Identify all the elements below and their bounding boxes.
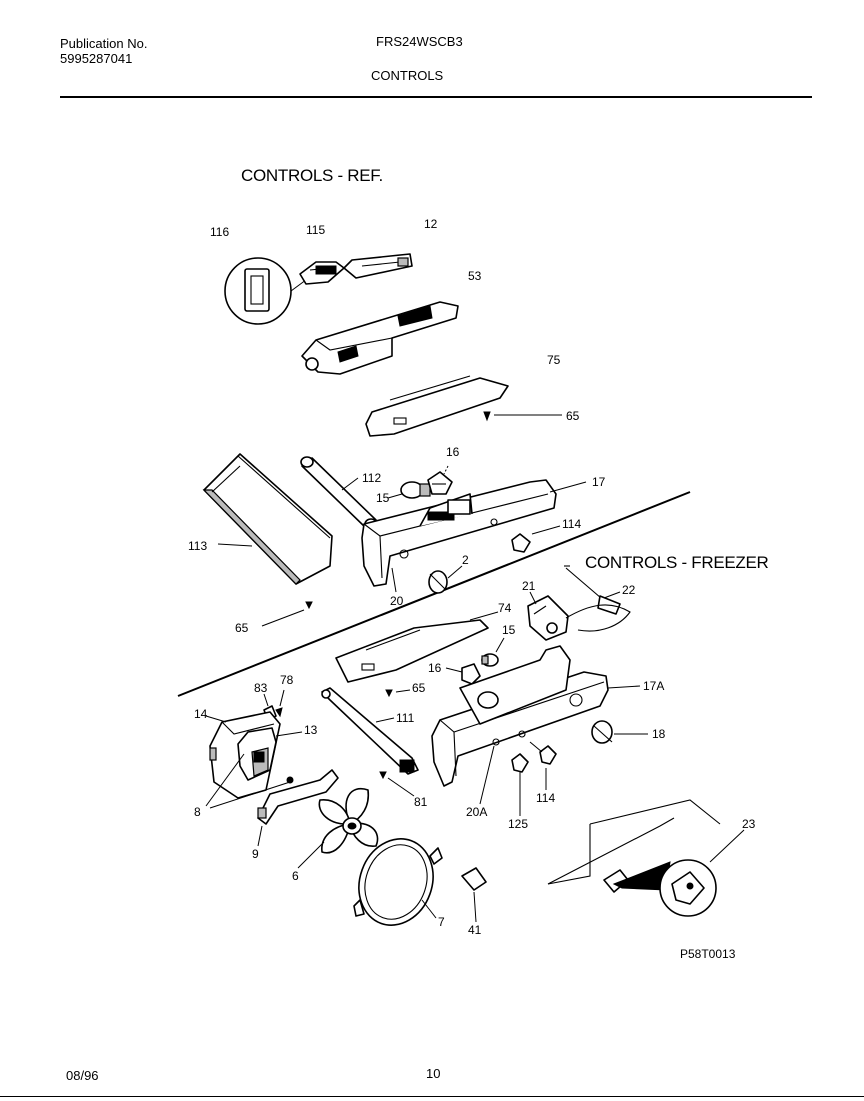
callout-113: 113: [188, 539, 207, 553]
part-113-light-cover: [202, 453, 333, 585]
callout-20a: 20A: [466, 805, 487, 819]
part-75-bracket: [365, 375, 509, 437]
part-18-knob: [591, 720, 648, 744]
part-53-housing: [301, 301, 459, 375]
part-65-screw-ref: [261, 601, 313, 627]
part-125-shaft: [511, 753, 529, 816]
callout-17a: 17A: [643, 679, 664, 693]
callout-16b: 16: [428, 661, 442, 675]
callout-18: 18: [652, 727, 666, 741]
part-12-sensor: [343, 253, 413, 279]
part-16-socket-freezer: [445, 663, 481, 685]
callout-114a: 114: [562, 517, 581, 531]
callout-74: 74: [498, 601, 512, 615]
part-78-screw: [275, 689, 285, 718]
callout-114b: 114: [536, 791, 555, 805]
diagram-code: P58T0013: [680, 947, 736, 961]
section-title: CONTROLS: [371, 68, 444, 83]
part-15-bulb-freezer: [481, 637, 505, 667]
callout-16a: 16: [446, 445, 460, 459]
callout-53: 53: [468, 269, 482, 283]
callout-81: 81: [414, 795, 428, 809]
publication-number: 5995287041: [60, 51, 133, 66]
part-23-cabinet-detail: [547, 799, 745, 917]
part-7-shroud: [353, 838, 443, 926]
part-21-thermostat: [527, 591, 631, 641]
part-111-heater: [321, 687, 419, 775]
header-rule: [60, 96, 812, 98]
callout-15a: 15: [376, 491, 390, 505]
callout-83: 83: [254, 681, 268, 695]
callout-14: 14: [194, 707, 208, 721]
callout-13: 13: [304, 723, 318, 737]
callout-78: 78: [280, 673, 294, 687]
callout-17: 17: [592, 475, 606, 489]
callout-2: 2: [462, 553, 469, 567]
callout-41: 41: [468, 923, 482, 937]
part-20a-lead: [479, 745, 495, 805]
callout-8: 8: [194, 805, 201, 819]
callout-65a: 65: [566, 409, 580, 423]
callout-15b: 15: [502, 623, 516, 637]
callout-6: 6: [292, 869, 299, 883]
part-65-screw-freezer: [385, 689, 411, 698]
part-15-bulb: [387, 481, 431, 499]
callout-21: 21: [522, 579, 536, 593]
part-81-screw: [379, 771, 415, 797]
section-divider-line: [177, 491, 691, 697]
callout-9: 9: [252, 847, 259, 861]
callout-115: 115: [306, 223, 325, 237]
page-number: 10: [426, 1066, 441, 1081]
part-13-motor: [237, 727, 303, 781]
footer-rule: [0, 1096, 864, 1097]
part-114-shaft-freezer: [529, 741, 557, 790]
part-6-fan-blade: [297, 787, 379, 869]
part-115-clip: [299, 261, 345, 285]
part-41-screw: [461, 867, 487, 923]
callout-112: 112: [362, 471, 381, 485]
part-74-bracket: [335, 611, 499, 683]
part-114-shaft-upper: [511, 525, 561, 553]
callout-116: 116: [210, 225, 229, 239]
part-17a-panel: [431, 645, 641, 787]
part-9-mount: [257, 769, 339, 847]
part-116-gasket: [224, 257, 315, 325]
callout-12: 12: [424, 217, 438, 231]
callout-125: 125: [508, 817, 528, 831]
freezer-controls-title: CONTROLS - FREEZER: [585, 553, 769, 572]
callout-23: 23: [742, 817, 756, 831]
part-20-lead: [391, 567, 397, 593]
part-2-knob: [428, 565, 463, 594]
model-number: FRS24WSCB3: [376, 34, 463, 49]
callout-20: 20: [390, 594, 404, 608]
callout-65b: 65: [235, 621, 249, 635]
part-16-socket: [427, 465, 471, 515]
part-8-leads: [205, 753, 294, 809]
ref-controls-title: CONTROLS - REF.: [241, 166, 383, 185]
callout-22: 22: [622, 583, 636, 597]
callout-75: 75: [547, 353, 561, 367]
callout-65c: 65: [412, 681, 426, 695]
publication-label: Publication No.: [60, 36, 148, 51]
part-65-screw-upper: [483, 411, 562, 422]
footer-date: 08/96: [66, 1068, 99, 1083]
callout-7: 7: [438, 915, 445, 929]
callout-111: 111: [396, 711, 415, 725]
